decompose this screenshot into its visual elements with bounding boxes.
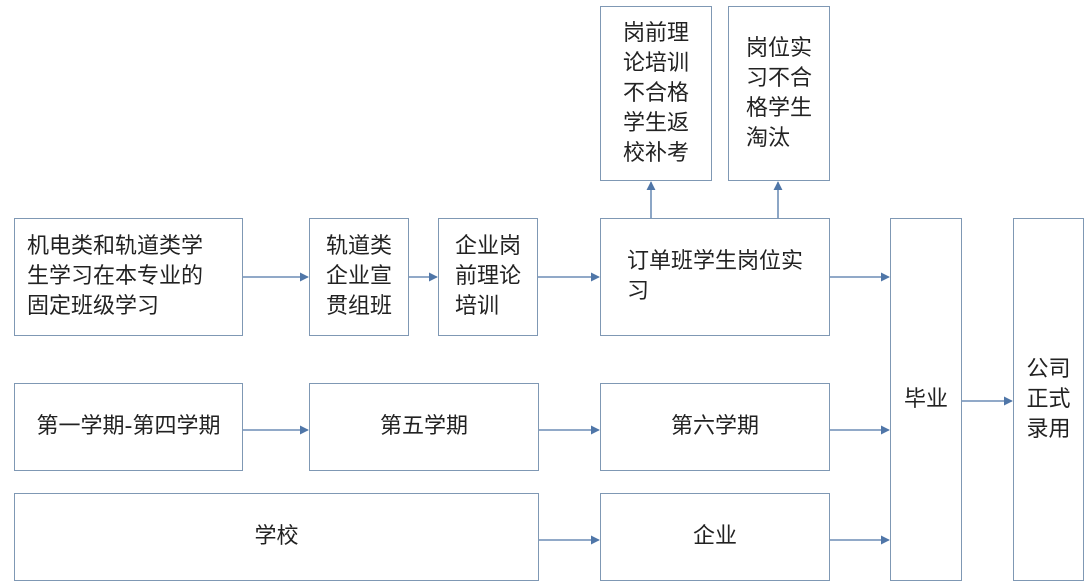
graduation-box: 毕业 (890, 218, 962, 581)
eliminated-label: 岗位实 习不合 格学生 淘汰 (745, 35, 812, 151)
semesters-1-4-label: 第一学期-第四学期 (36, 414, 221, 439)
semester-5-box: 第五学期 (309, 383, 539, 471)
enterprise-class-box: 轨道类 企业宣 贯组班 (309, 218, 409, 336)
pre-job-training-box: 企业岗 前理论 培训 (438, 218, 538, 336)
employment-label: 公司 正式 录用 (1026, 356, 1071, 442)
semester-6-box: 第六学期 (600, 383, 830, 471)
semesters-1-4-box: 第一学期-第四学期 (14, 383, 243, 471)
eliminated-box: 岗位实 习不合 格学生 淘汰 (728, 6, 830, 181)
order-internship-box: 订单班学生岗位实 习 (600, 218, 830, 336)
retake-exam-label: 岗前理 论培训 不合格 学生返 校补考 (622, 20, 689, 166)
enterprise-class-label: 轨道类 企业宣 贯组班 (325, 234, 392, 319)
enterprise-label: 企业 (692, 524, 737, 549)
students-box: 机电类和轨道类学 生学习在本专业的 固定班级学习 (14, 218, 243, 336)
graduation-label: 毕业 (903, 386, 948, 412)
order-internship-label: 订单班学生岗位实 习 (626, 249, 803, 304)
school-box: 学校 (14, 493, 539, 581)
retake-exam-box: 岗前理 论培训 不合格 学生返 校补考 (600, 6, 712, 181)
pre-job-training-label: 企业岗 前理论 培训 (454, 234, 521, 319)
school-label: 学校 (254, 524, 299, 549)
semester-5-label: 第五学期 (379, 414, 468, 439)
employment-box: 公司 正式 录用 (1013, 218, 1084, 581)
enterprise-box: 企业 (600, 493, 830, 581)
semester-6-label: 第六学期 (670, 414, 759, 439)
students-label: 机电类和轨道类学 生学习在本专业的 固定班级学习 (27, 234, 204, 319)
